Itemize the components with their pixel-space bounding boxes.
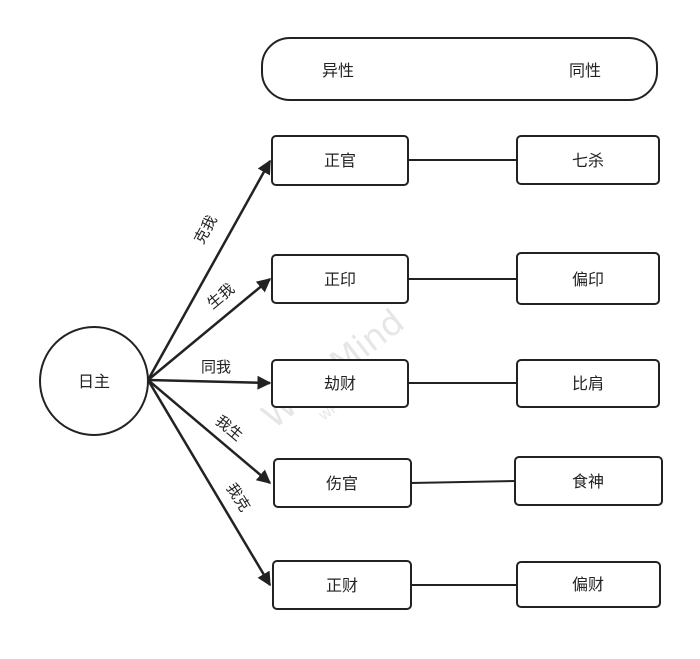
node-box-piancai	[516, 561, 661, 608]
edge-kewo	[146, 159, 272, 381]
edge-shengwo	[147, 278, 272, 381]
edge-label-tongwo: 同我	[201, 358, 231, 376]
node-label-jiecai: 劫财	[324, 374, 356, 393]
yixing-column: 正官 正印 劫财 伤官 正财	[271, 135, 412, 610]
node-box-zhengguan	[271, 135, 409, 186]
header-pill: 异性 同性	[261, 37, 658, 101]
node-label-zhengguan: 正官	[324, 151, 356, 170]
edge-label-kewo: 克我	[190, 212, 220, 247]
header-yixing-label: 异性	[322, 61, 354, 80]
node-label-shangguan: 伤官	[326, 474, 358, 493]
edge-woke	[146, 379, 272, 587]
center-node: 日主	[39, 326, 149, 436]
edge-label-shengwo: 生我	[204, 280, 239, 313]
node-label-bijian: 比肩	[572, 374, 604, 393]
node-box-qisha	[516, 135, 660, 185]
node-box-zhengyin	[271, 254, 409, 304]
node-label-zhengyin: 正印	[324, 270, 356, 289]
node-label-qisha: 七杀	[572, 151, 604, 170]
node-box-jiecai	[271, 359, 409, 408]
node-label-piancai: 偏财	[572, 575, 604, 594]
edge-wosheng	[147, 379, 272, 484]
node-box-bijian	[516, 359, 660, 408]
header-pill-shape	[261, 37, 658, 101]
node-box-shishen	[514, 456, 663, 506]
node-label-shishen: 食神	[572, 472, 604, 491]
tongxing-column: 七杀 偏印 比肩 食神 偏财	[514, 135, 663, 608]
center-node-label: 日主	[78, 372, 110, 391]
header-tongxing-label: 同性	[569, 61, 601, 80]
node-label-zhengcai: 正财	[326, 576, 358, 595]
pair-connectors	[408, 159, 517, 586]
node-box-pianyin	[516, 252, 660, 305]
edge-tongwo	[147, 375, 272, 390]
node-box-zhengcai	[272, 560, 412, 610]
node-box-shangguan	[273, 458, 412, 508]
center-node-circle	[39, 326, 149, 436]
node-label-pianyin: 偏印	[572, 270, 604, 289]
edges	[146, 159, 272, 587]
edge-label-woke: 我克	[223, 480, 254, 515]
connector-shangguan-shishen	[410, 480, 516, 484]
